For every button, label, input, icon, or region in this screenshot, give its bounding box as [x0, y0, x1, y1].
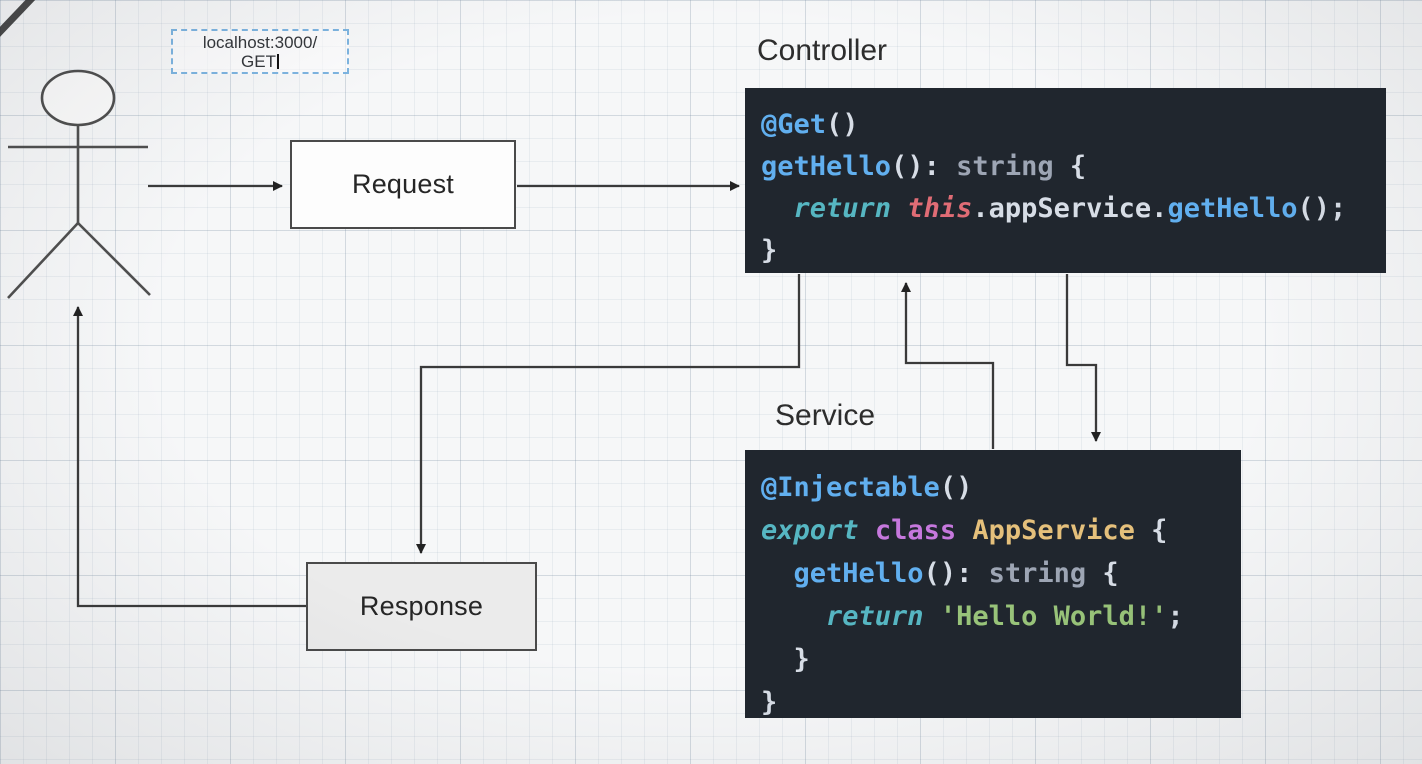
code-line: return this.appService.getHello();: [793, 193, 1347, 224]
code-line: getHello(): string {: [761, 151, 1087, 182]
code-line: @Get(): [761, 109, 859, 140]
actor-head: [40, 69, 116, 127]
connector-response-to-actor: [73, 306, 306, 608]
response-label: Response: [359, 591, 484, 621]
code-line: }: [761, 687, 778, 718]
code-line: export class AppService {: [761, 515, 1168, 546]
code-line: return 'Hello World!';: [826, 601, 1184, 632]
connector-service-to-controller: [901, 282, 995, 449]
request-shape[interactable]: Request: [290, 140, 516, 229]
actor-figure[interactable]: [7, 69, 151, 299]
text-cursor: [276, 53, 279, 69]
service-code-block[interactable]: @Injectable() export class AppService { g…: [745, 450, 1241, 718]
actor-right-leg: [77, 222, 151, 296]
connector-controller-to-service: [1065, 274, 1101, 442]
corner-artifact: [0, 0, 36, 37]
controller-title: Controller: [757, 34, 888, 67]
response-shape[interactable]: Response: [306, 562, 537, 651]
request-label: Request: [352, 169, 454, 199]
code-line: getHello(): string {: [793, 558, 1119, 589]
controller-code-block[interactable]: @Get() getHello(): string { return this.a…: [745, 88, 1386, 273]
code-line: }: [761, 644, 810, 675]
url-line1: localhost:3000/: [202, 32, 318, 52]
code-line: }: [761, 235, 778, 266]
code-line: @Injectable(): [761, 472, 973, 503]
url-label-box[interactable]: localhost:3000/ GET: [171, 29, 349, 74]
url-line2: GET: [241, 52, 279, 71]
service-title: Service: [775, 399, 876, 432]
actor-left-leg: [7, 222, 79, 299]
connector-controller-to-response: [416, 274, 801, 554]
